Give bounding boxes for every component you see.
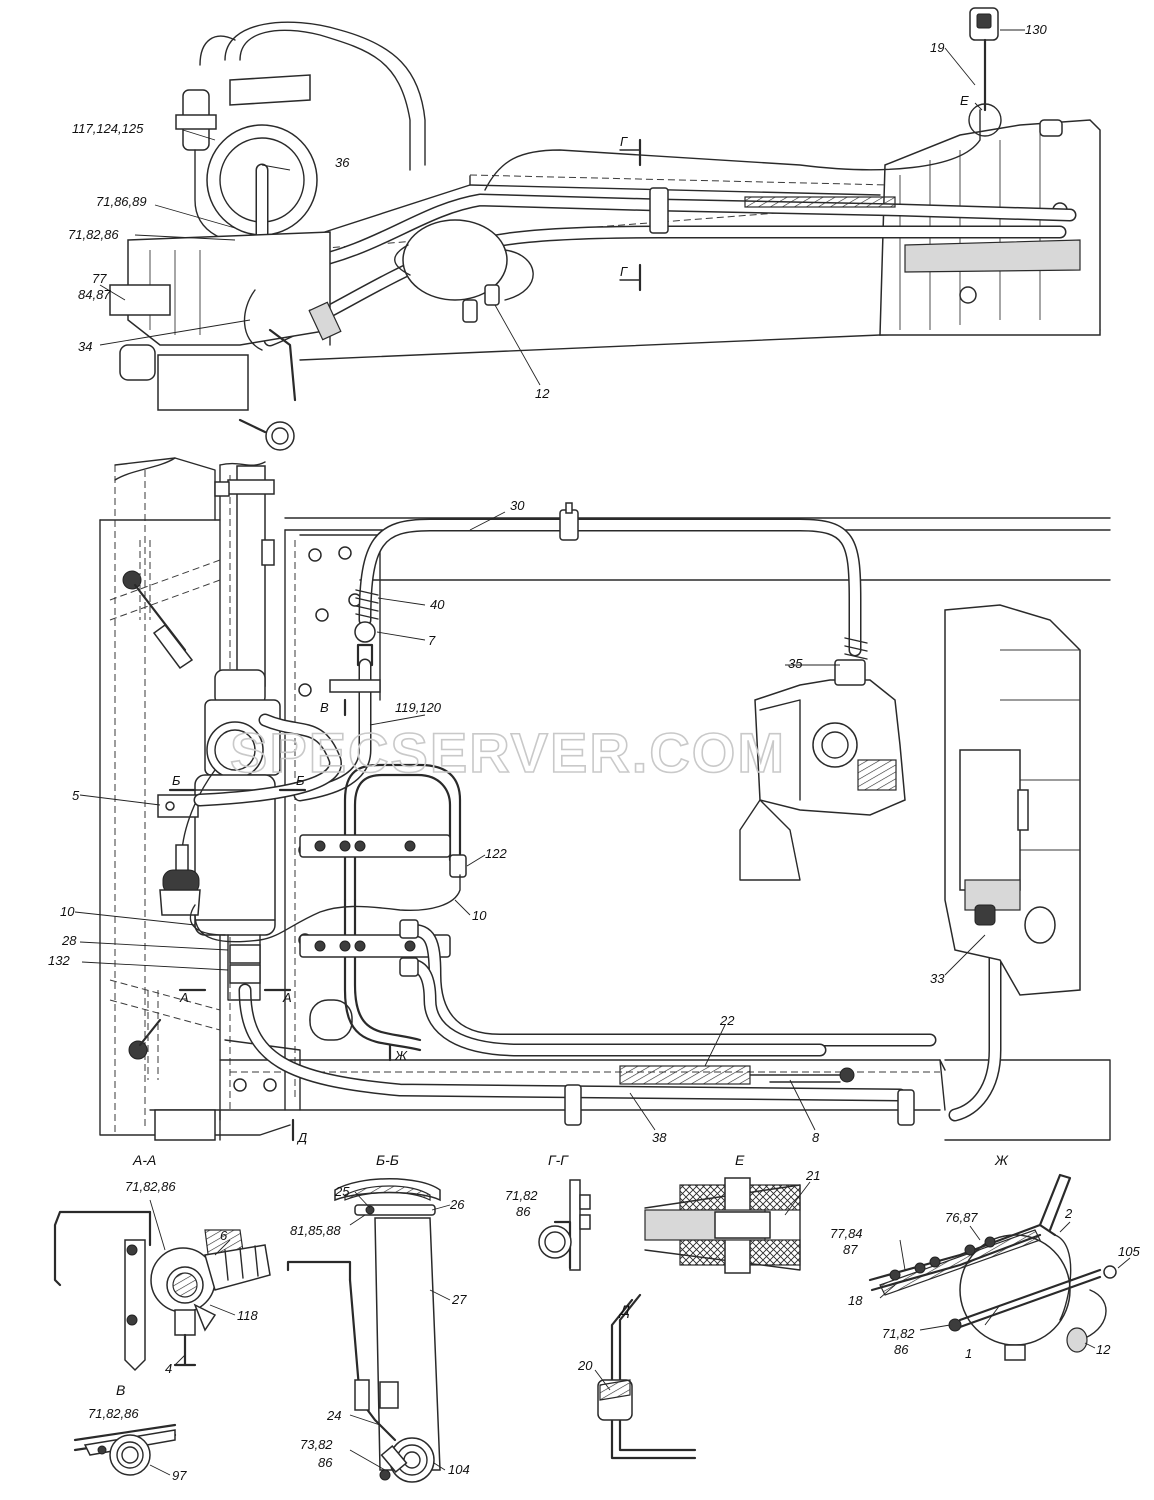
top-view-labels: 130 19 Е Г Г 117,124,125 36 71,86,89 71,… [68,22,1047,401]
detail-b-b-label-104: 104 [448,1462,470,1477]
label-D: Д [296,1130,307,1145]
detail-e-title: Е [735,1152,745,1168]
detail-a-a-label-4: 4 [165,1361,172,1376]
label-E: Е [960,93,969,108]
label-G-upper: Г [620,134,628,149]
main-view [74,457,1111,1142]
detail-d-title: Д [618,1302,630,1318]
detail-v-label-71: 71,82,86 [88,1406,139,1421]
label-22: 22 [719,1013,735,1028]
detail-zh-label-2: 2 [1064,1206,1073,1221]
detail-b-b-label-73: 73,82 [300,1437,333,1452]
label-33: 33 [930,971,945,986]
detail-d-label-20: 20 [577,1358,593,1373]
detail-zh-label-12: 12 [1096,1342,1111,1357]
label-V: В [320,700,329,715]
label-B-right: Б [296,773,305,788]
label-38: 38 [652,1130,667,1145]
detail-zh-label-77: 77,84 [830,1226,863,1241]
detail-zh-label-1: 1 [965,1346,972,1361]
label-130: 130 [1025,22,1047,37]
label-19: 19 [930,40,944,55]
detail-a-a: А-А 71,82,86 6 118 4 [53,1152,271,1376]
detail-b-b: Б-Б 25 26 81,85,88 27 24 73,82 86 104 [286,1152,470,1483]
detail-v-label-97: 97 [172,1468,187,1483]
watermark-text: SPECSERVER.COM [230,721,786,784]
detail-zh-title: Ж [994,1152,1009,1168]
label-8: 8 [812,1130,820,1145]
detail-zh: Ж 77,84 87 76,87 2 105 18 71,82 86 1 12 [830,1152,1140,1361]
detail-a-a-label-6: 6 [220,1228,228,1243]
label-71-86-89: 71,86,89 [96,194,147,209]
detail-e: Е 21 [644,1152,820,1274]
label-G-lower: Г [620,264,628,279]
detail-b-b-label-25: 25 [334,1184,350,1199]
detail-b-b-label-86: 86 [318,1455,333,1470]
main-view-labels: 30 40 7 35 В 119,120 Б Б 5 122 10 10 28 … [48,498,945,1145]
detail-e-label-21: 21 [805,1168,820,1183]
detail-d: Д 20 [577,1293,697,1460]
label-10-left: 10 [60,904,75,919]
detail-b-b-label-81: 81,85,88 [290,1223,341,1238]
label-36: 36 [335,155,350,170]
detail-zh-label-71: 71,82 [882,1326,915,1341]
label-A-right: А [282,990,292,1005]
label-117-124-125: 117,124,125 [72,121,144,136]
label-34: 34 [78,339,92,354]
detail-zh-label-105: 105 [1118,1244,1140,1259]
label-Zh: Ж [394,1048,408,1063]
detail-zh-label-76: 76,87 [945,1210,978,1225]
detail-a-a-title: А-А [132,1152,156,1168]
label-71-82-86-top: 71,82,86 [68,227,119,242]
label-B-left: Б [172,773,181,788]
label-5: 5 [72,788,80,803]
label-122: 122 [485,846,507,861]
label-132: 132 [48,953,70,968]
label-84-87: 84,87 [78,287,111,302]
detail-zh-label-18: 18 [848,1293,863,1308]
detail-b-b-label-27: 27 [451,1292,467,1307]
detail-v-title: В [116,1382,125,1398]
detail-v: В 71,82,86 97 [73,1382,187,1483]
detail-a-a-label-118: 118 [237,1308,258,1323]
label-77: 77 [92,271,107,286]
label-28: 28 [61,933,77,948]
detail-g-g-title: Г-Г [548,1152,569,1168]
label-12-top: 12 [535,386,550,401]
label-10-right: 10 [472,908,487,923]
detail-g-g: Г-Г 71,82 86 [505,1152,591,1271]
detail-b-b-label-24: 24 [326,1408,341,1423]
detail-a-a-label-71: 71,82,86 [125,1179,176,1194]
label-119-120: 119,120 [395,700,442,715]
detail-g-g-label-86: 86 [516,1204,531,1219]
label-35: 35 [788,656,803,671]
detail-g-g-label-71: 71,82 [505,1188,538,1203]
detail-b-b-label-26: 26 [449,1197,465,1212]
label-7: 7 [428,633,436,648]
detail-zh-label-86: 86 [894,1342,909,1357]
detail-b-b-title: Б-Б [376,1152,399,1168]
detail-zh-label-87a: 87 [843,1242,858,1257]
label-40: 40 [430,597,445,612]
label-30: 30 [510,498,525,513]
label-A-left: А [179,990,189,1005]
top-view [99,7,1101,451]
